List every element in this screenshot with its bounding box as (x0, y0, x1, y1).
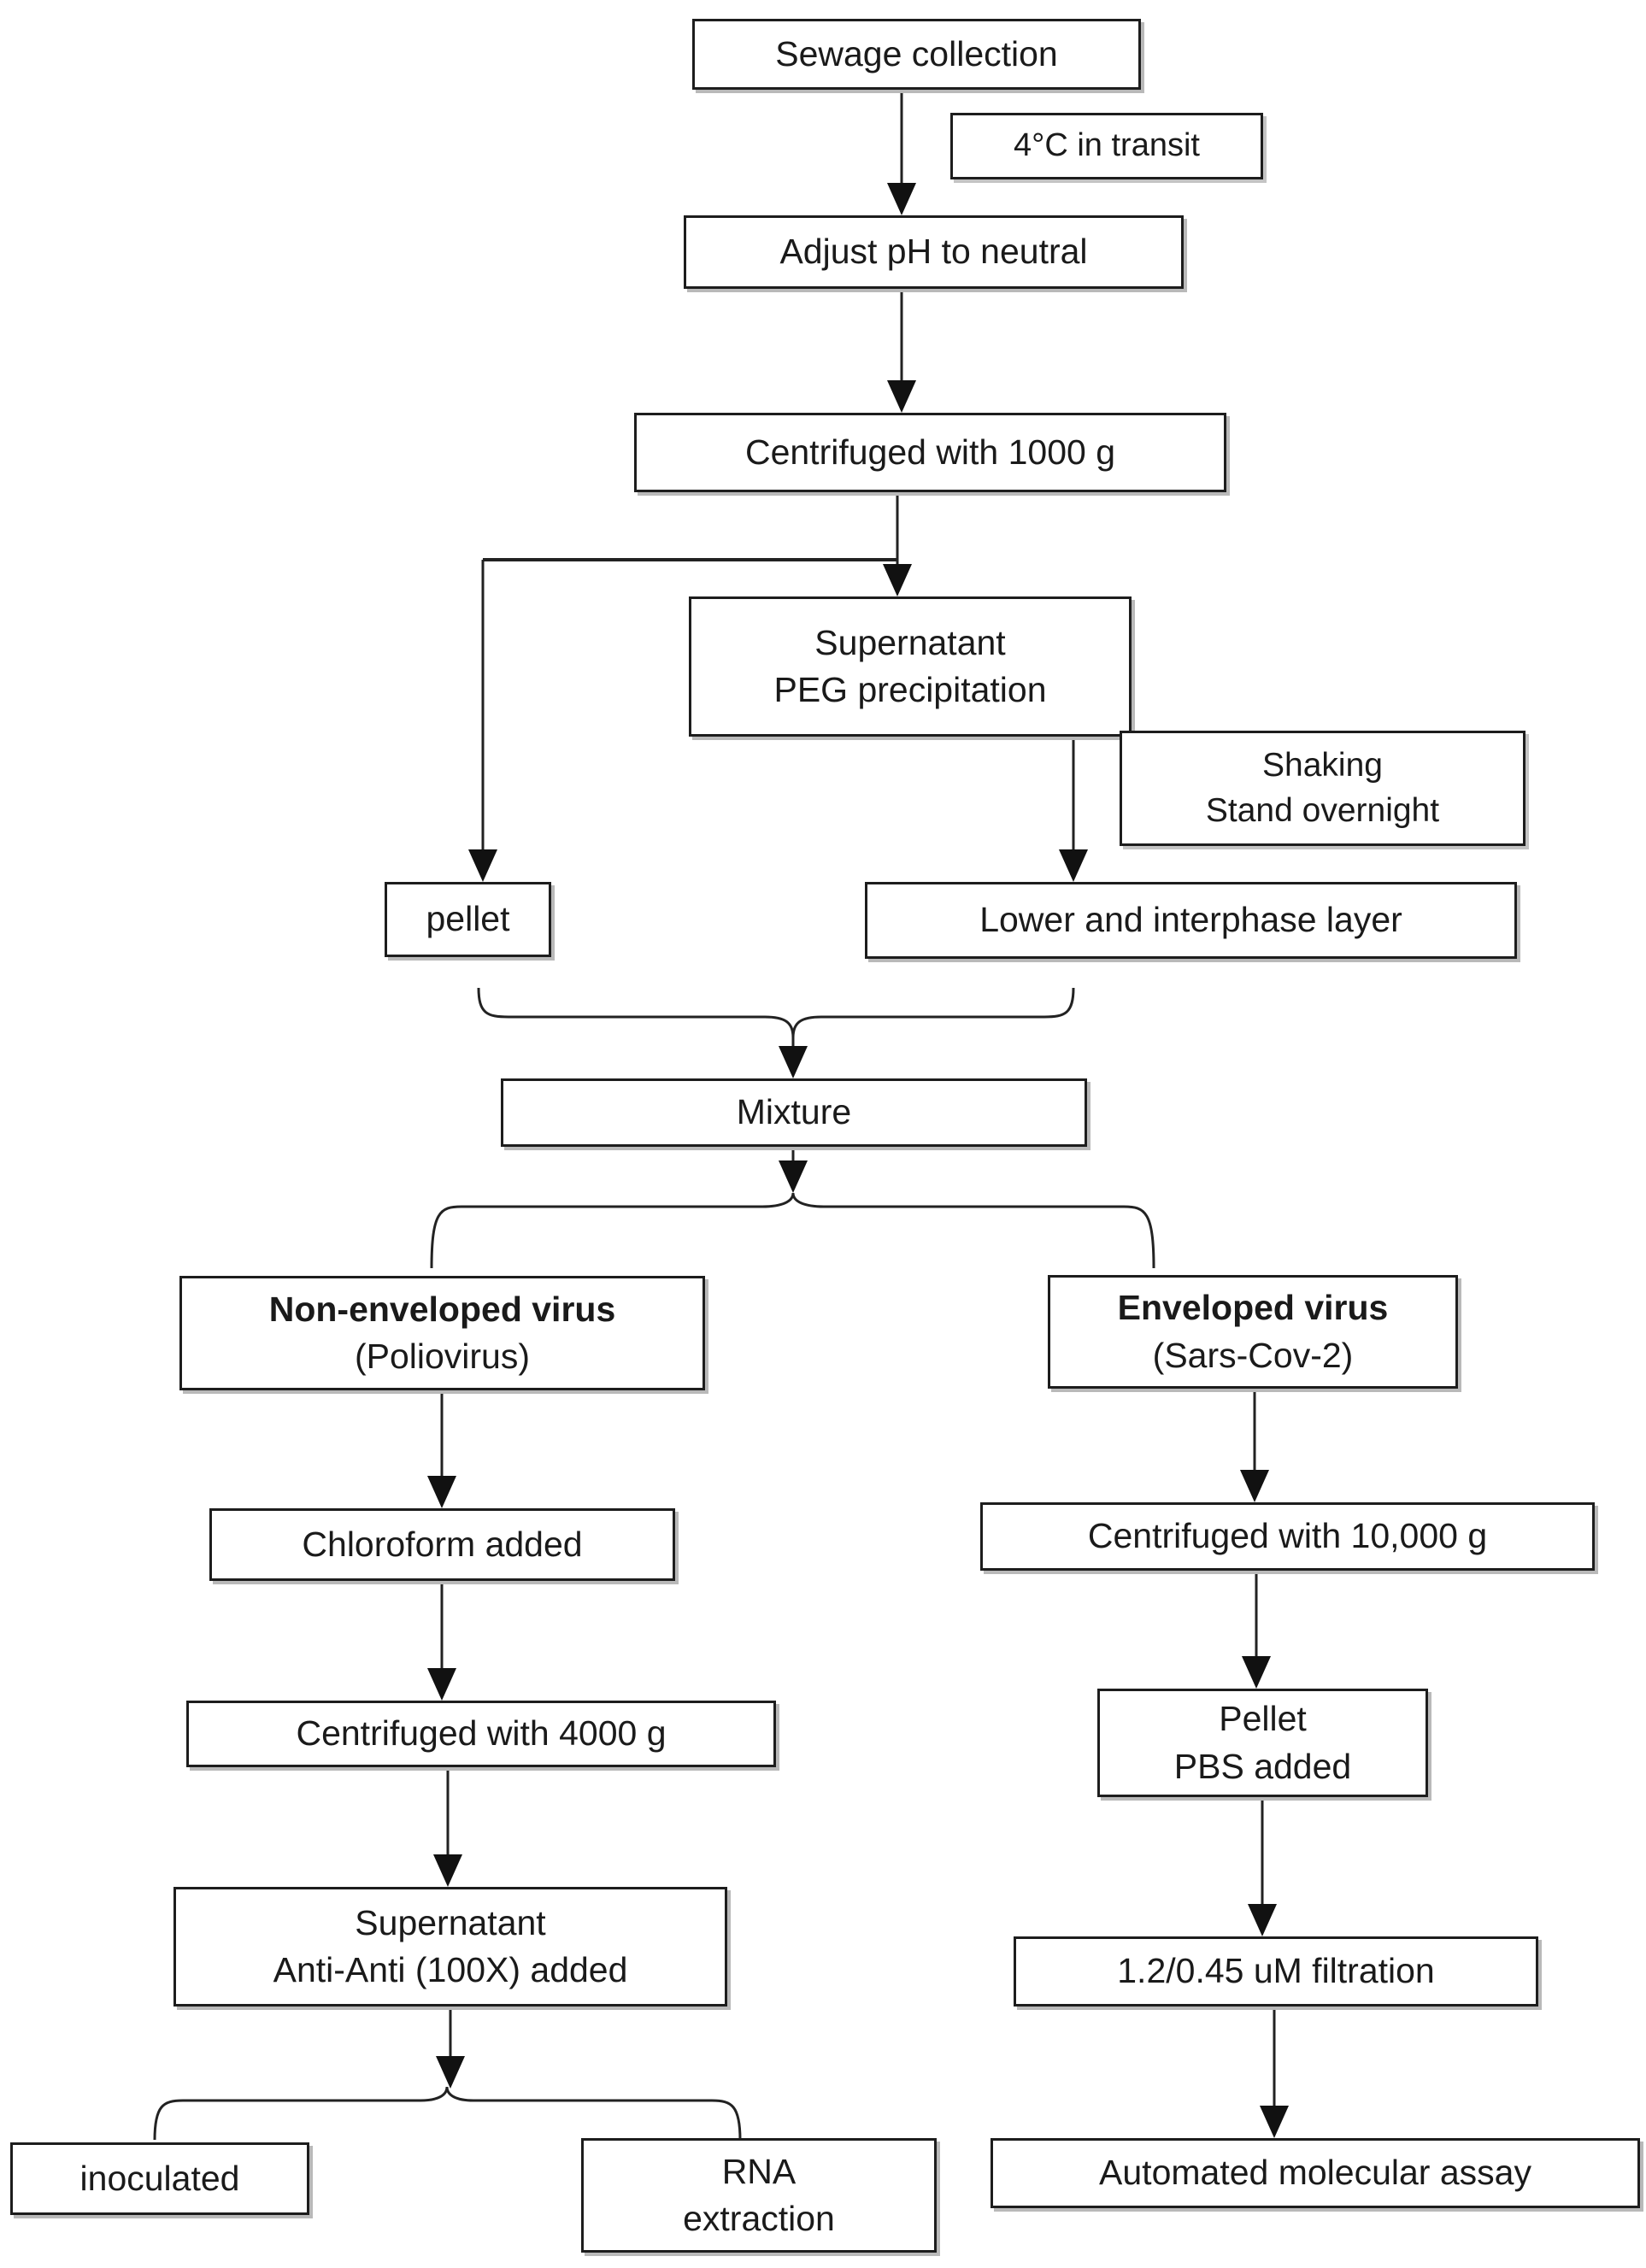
arrowhead (887, 380, 916, 413)
node-automated-assay: Automated molecular assay (991, 2138, 1640, 2208)
arrowhead (436, 2056, 465, 2089)
node-chloroform-added: Chloroform added (209, 1508, 675, 1581)
arrowhead (779, 1046, 808, 1078)
node-shaking-annotation: Shaking Stand overnight (1120, 731, 1525, 846)
node-line: PEG precipitation (773, 670, 1047, 709)
arrowheads (427, 183, 1289, 2138)
node-centrifuged-4000g: Centrifuged with 4000 g (186, 1701, 776, 1767)
node-line: Pellet (1219, 1699, 1307, 1739)
split-brace-viruses (430, 1192, 1155, 1269)
node-pellet: pellet (385, 882, 551, 957)
node-line: Shaking (1262, 746, 1383, 784)
node-transit-annotation: 4°C in transit (950, 113, 1263, 179)
node-line: Stand overnight (1205, 791, 1440, 829)
node-line: Anti-Anti (100X) added (273, 1950, 628, 1989)
arrowhead (433, 1854, 462, 1887)
node-line: Non-enveloped virus (268, 1289, 616, 1329)
node-pellet-pbs: Pellet PBS added (1097, 1689, 1428, 1797)
arrowhead (1242, 1656, 1271, 1689)
connector-lines (153, 90, 1276, 2141)
node-centrifuged-1000g: Centrifuged with 1000 g (634, 413, 1226, 492)
node-supernatant-anti-anti: Supernatant Anti-Anti (100X) added (173, 1887, 727, 2007)
merge-brace (477, 987, 1075, 1038)
node-enveloped-virus: Enveloped virus (Sars-Cov-2) (1048, 1275, 1458, 1389)
node-line: Supernatant (355, 1902, 546, 1942)
node-non-enveloped-virus: Non-enveloped virus (Poliovirus) (179, 1276, 705, 1390)
node-sewage-collection: Sewage collection (692, 19, 1141, 90)
node-line: Supernatant (814, 622, 1006, 662)
node-adjust-ph: Adjust pH to neutral (684, 215, 1184, 289)
arrowhead (883, 564, 912, 596)
node-line: (Sars-Cov-2) (1152, 1335, 1354, 1375)
arrowhead (427, 1476, 456, 1508)
arrowhead (1240, 1470, 1269, 1502)
arrowhead (887, 183, 916, 215)
node-line: Enveloped virus (1117, 1288, 1389, 1328)
split-brace-results (153, 2086, 742, 2141)
node-mixture: Mixture (501, 1078, 1087, 1147)
node-line: extraction (683, 2199, 835, 2238)
arrowhead (427, 1668, 456, 1701)
node-line: RNA (721, 2151, 797, 2191)
arrowhead (779, 1160, 808, 1193)
node-lower-interphase: Lower and interphase layer (865, 882, 1517, 959)
node-centrifuged-10000g: Centrifuged with 10,000 g (980, 1502, 1595, 1571)
node-inoculated: inoculated (10, 2142, 309, 2215)
node-rna-extraction: RNA extraction (581, 2138, 937, 2253)
node-filtration: 1.2/0.45 uM filtration (1014, 1936, 1538, 2007)
node-supernatant-peg: Supernatant PEG precipitation (689, 596, 1132, 737)
arrowhead (1248, 1904, 1277, 1936)
arrowhead (1260, 2106, 1289, 2138)
node-line: (Poliovirus) (354, 1337, 531, 1376)
node-line: PBS added (1173, 1746, 1352, 1786)
arrowhead (1059, 849, 1088, 882)
arrowhead (468, 849, 497, 882)
